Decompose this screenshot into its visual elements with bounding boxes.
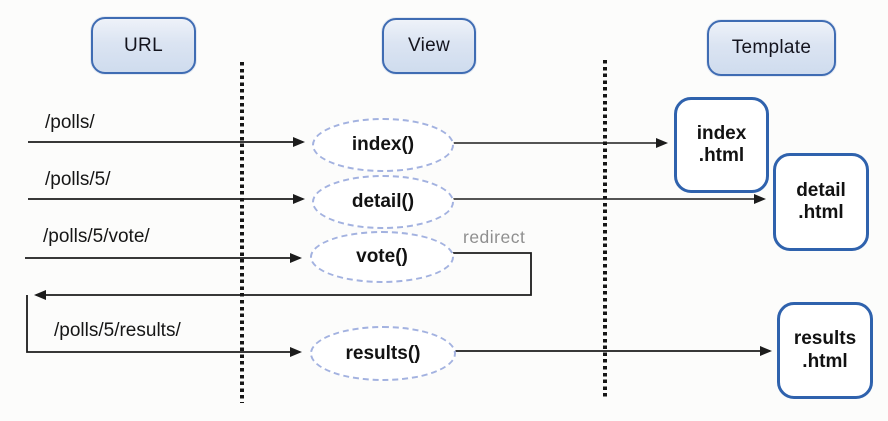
template-box-index-line2: .html <box>698 145 745 166</box>
separator-view-template <box>603 60 607 399</box>
template-box-detail-line2: .html <box>798 202 844 223</box>
url-label-polls5: /polls/5/ <box>45 169 111 190</box>
template-box-index: index .html <box>674 97 769 193</box>
template-box-detail-line1: detail <box>796 179 846 201</box>
view-ellipse-results: results() <box>310 326 456 381</box>
url-label-polls: /polls/ <box>45 112 95 133</box>
template-box-results-line2: .html <box>802 350 848 372</box>
column-header-view: View <box>382 18 476 74</box>
arrow-redirect <box>34 252 532 300</box>
view-ellipse-vote: vote() <box>310 231 454 283</box>
template-box-results: results .html <box>777 302 873 399</box>
template-box-results-line1: results <box>793 328 857 350</box>
template-box-index-line1: index <box>696 122 747 144</box>
template-box-detail: detail .html <box>773 153 869 251</box>
arrow-results-request <box>26 295 302 357</box>
column-header-template: Template <box>707 20 836 76</box>
redirect-label: redirect <box>463 227 526 247</box>
url-label-results: /polls/5/results/ <box>54 320 181 341</box>
separator-url-view <box>240 62 244 403</box>
column-header-url: URL <box>91 17 196 74</box>
view-ellipse-index: index() <box>312 118 454 172</box>
url-label-vote: /polls/5/vote/ <box>43 226 150 247</box>
view-ellipse-detail: detail() <box>312 175 454 229</box>
